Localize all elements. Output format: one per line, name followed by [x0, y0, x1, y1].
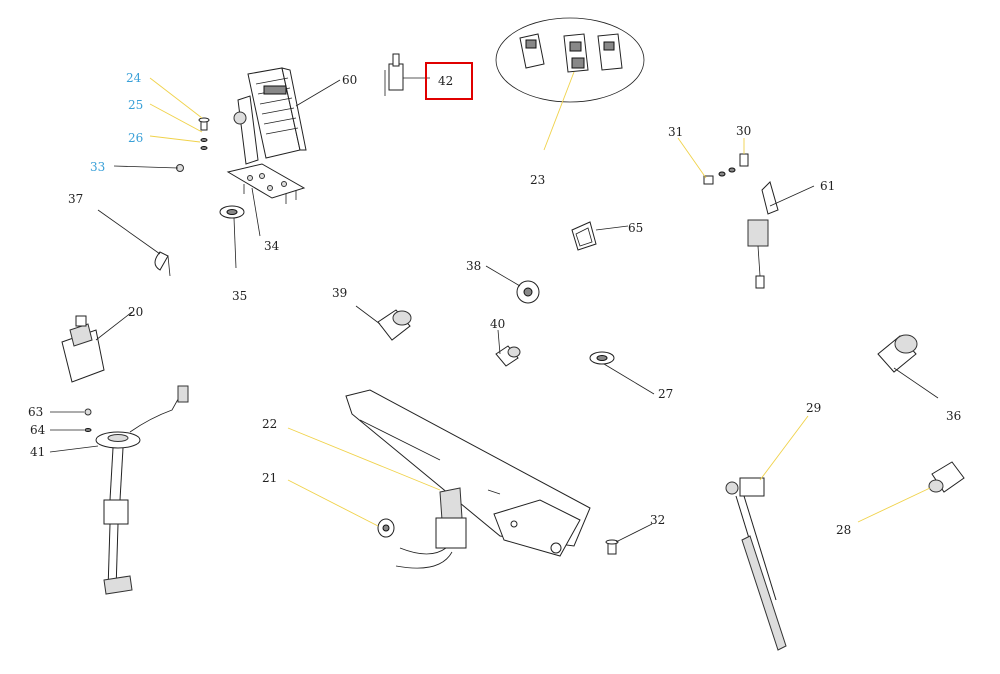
label-30: 30: [736, 124, 751, 138]
label-37: 37: [68, 192, 83, 206]
label-35: 35: [232, 289, 247, 303]
part-60-pedal[interactable]: [233, 67, 307, 165]
part-21-grommet[interactable]: [377, 518, 395, 538]
part-28-connector[interactable]: [928, 461, 965, 493]
label-32: 32: [650, 513, 665, 527]
part-35-washer[interactable]: [219, 205, 245, 219]
label-41: 41: [30, 445, 45, 459]
part-29-wiper-assembly[interactable]: [725, 477, 787, 651]
part-61-column-switch[interactable]: [747, 181, 779, 289]
label-60: 60: [342, 73, 357, 87]
part-20-sensor[interactable]: [61, 315, 105, 383]
part-42-pin[interactable]: [384, 53, 430, 96]
label-31: 31: [668, 125, 683, 139]
part-65-bracket[interactable]: [571, 221, 597, 251]
label-24: 24: [126, 71, 142, 85]
label-21: 21: [262, 471, 277, 485]
parts-24-25-26-33-fasteners[interactable]: [176, 117, 210, 172]
label-34: 34: [264, 239, 280, 253]
label-64: 64: [30, 423, 46, 437]
part-27-hex-nut[interactable]: [589, 351, 615, 365]
labels: 60 24 25 26 33 37 34 35 42 23 31 30 61 6…: [28, 71, 961, 537]
parts-30-31-bolt-set[interactable]: [703, 153, 749, 185]
label-27: 27: [658, 387, 673, 401]
label-22: 22: [262, 417, 277, 431]
label-36: 36: [946, 409, 961, 423]
part-23-switch-group[interactable]: [495, 17, 645, 103]
leader-lines: [49, 71, 939, 543]
part-36-cap[interactable]: [877, 334, 918, 373]
label-23: 23: [530, 173, 545, 187]
part-22-arm-switch[interactable]: [345, 389, 591, 569]
label-42[interactable]: 42: [438, 74, 453, 88]
label-29: 29: [806, 401, 821, 415]
label-39: 39: [332, 286, 347, 300]
label-61: 61: [820, 179, 835, 193]
part-41-level-sender[interactable]: [84, 385, 189, 595]
label-40: 40: [490, 317, 505, 331]
label-28: 28: [836, 523, 851, 537]
part-37-clip[interactable]: [154, 251, 171, 277]
label-20: 20: [128, 305, 143, 319]
part-39-cap[interactable]: [377, 309, 412, 341]
label-26: 26: [128, 131, 143, 145]
highlight-box-42: [425, 62, 473, 100]
label-33: 33: [90, 160, 105, 174]
part-38-nut[interactable]: [516, 280, 540, 304]
label-38: 38: [466, 259, 481, 273]
label-25: 25: [128, 98, 143, 112]
part-34-mounting-plate[interactable]: [226, 163, 306, 204]
label-65: 65: [628, 221, 643, 235]
label-63: 63: [28, 405, 43, 419]
part-40-cap[interactable]: [495, 345, 521, 367]
part-32-screw[interactable]: [605, 539, 619, 555]
